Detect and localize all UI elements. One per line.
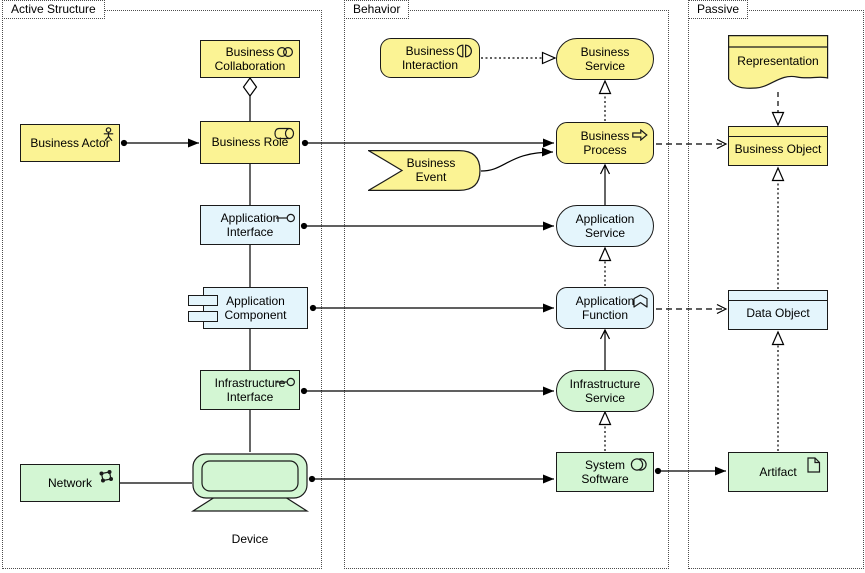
role-cylinder-icon: [274, 127, 295, 140]
node-system-software[interactable]: System Software: [556, 452, 654, 492]
node-label: Network: [47, 475, 92, 490]
interaction-split-circle-icon: [457, 44, 472, 58]
node-business-collaboration[interactable]: Business Collaboration: [200, 40, 300, 78]
node-application-function[interactable]: Application Function: [556, 287, 654, 329]
node-artifact[interactable]: Artifact: [728, 452, 828, 492]
node-label: Business Actor: [30, 135, 110, 150]
system-software-circles-icon: [630, 458, 647, 471]
object-top-bar: [729, 136, 827, 137]
node-label: Business Event: [406, 156, 456, 185]
node-label: System Software: [581, 457, 629, 486]
function-chevron-icon: [633, 294, 648, 308]
node-application-service[interactable]: Application Service: [556, 205, 654, 247]
node-business-service[interactable]: Business Service: [556, 38, 654, 80]
process-arrow-icon: [632, 129, 648, 141]
event-flag-shape: [368, 150, 481, 191]
node-network[interactable]: Network: [20, 464, 120, 502]
node-label: Business Interaction: [401, 43, 459, 72]
section-passive[interactable]: [688, 10, 864, 569]
node-representation[interactable]: Representation: [728, 35, 829, 92]
edge-trigger-business-event-business-process[interactable]: [480, 147, 554, 172]
node-label: Artifact: [759, 464, 797, 479]
section-label-behavior: Behavior: [344, 0, 410, 19]
node-label: Application Function: [575, 293, 635, 322]
node-label: Application Service: [575, 211, 635, 240]
node-business-actor[interactable]: Business Actor: [20, 124, 120, 162]
node-application-component[interactable]: Application Component: [188, 287, 308, 329]
section-active-structure[interactable]: [2, 10, 322, 569]
node-business-object[interactable]: Business Object: [728, 126, 828, 166]
node-label: Data Object: [746, 306, 810, 321]
interface-lollipop-icon: [276, 377, 296, 387]
node-label: Business Object: [734, 142, 822, 157]
node-infrastructure-interface[interactable]: Infrastructure Interface: [200, 370, 300, 410]
node-business-event[interactable]: Business Event: [368, 150, 481, 191]
node-label: Infrastructure Interface: [214, 375, 286, 404]
node-business-interaction[interactable]: Business Interaction: [380, 38, 480, 78]
aggregation-diamond: [242, 76, 258, 98]
device-label: Device: [231, 532, 269, 546]
object-top-bar: [729, 300, 827, 301]
section-label-passive: Passive: [688, 0, 749, 19]
node-label: Representation: [737, 54, 819, 68]
section-behavior[interactable]: [344, 10, 669, 569]
node-business-role[interactable]: Business Role: [200, 121, 300, 164]
section-label-active-structure: Active Structure: [2, 0, 105, 19]
node-label: Business Service: [580, 44, 630, 73]
node-label: Business Process: [580, 128, 630, 157]
node-device[interactable]: [190, 452, 310, 514]
actor-stick-figure-icon: [103, 127, 114, 142]
representation-wavy-shape: [728, 35, 829, 89]
device-monitor-shape: [190, 453, 310, 512]
node-infrastructure-service[interactable]: Infrastructure Service: [556, 370, 654, 412]
node-business-process[interactable]: Business Process: [556, 122, 654, 164]
node-label: Application Component: [224, 293, 287, 322]
node-label: Business Collaboration: [214, 44, 286, 73]
node-data-object[interactable]: Data Object: [728, 290, 828, 330]
node-application-interface[interactable]: Application Interface: [200, 205, 300, 245]
component-tab-icon: [188, 295, 218, 306]
component-tab-icon: [188, 311, 218, 322]
node-label: Business Role: [211, 135, 289, 150]
collaboration-circles-icon: [276, 46, 294, 58]
node-label: Infrastructure Service: [569, 376, 641, 405]
node-label: Application Interface: [220, 210, 280, 239]
network-nodes-icon: [99, 470, 113, 483]
interface-lollipop-icon: [276, 213, 296, 223]
artifact-file-icon: [807, 457, 821, 473]
